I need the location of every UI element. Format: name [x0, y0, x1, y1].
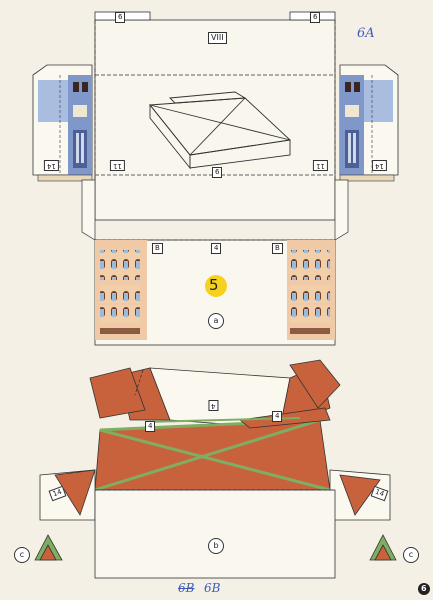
wall-4-label: 4: [211, 243, 222, 254]
handwritten-top-note: 6A: [357, 26, 375, 41]
side-right-11-label: 11: [313, 160, 328, 171]
side-left-11-label: 11: [110, 160, 125, 171]
strip-4-left-label: 4: [145, 421, 156, 432]
strip-4-label: 4: [208, 400, 219, 411]
roof-block-drawing: [149, 91, 291, 170]
circle-b-label: b: [208, 538, 224, 554]
roof-center-label: 6: [212, 167, 223, 178]
lower-roof-piece: [39, 359, 391, 521]
tab-top-right-label: 6: [310, 12, 321, 23]
number-badge: 5: [209, 276, 219, 294]
right-side-panel: [339, 64, 399, 182]
side-right-14-label: 14: [372, 160, 387, 171]
strip-4-right-label: 4: [272, 411, 283, 422]
page-number-dot: [418, 583, 430, 595]
side-left-14-label: 14: [44, 160, 59, 171]
tab-top-left-label: 6: [115, 12, 126, 23]
page-number: 6: [421, 584, 427, 593]
roman-numeral-label: VIII: [208, 32, 227, 44]
handwritten-struck-note: 6B: [178, 581, 195, 595]
wall-b-right-label: B: [272, 243, 283, 254]
side-flaps: [81, 179, 349, 241]
top-box-net: [94, 11, 336, 221]
circle-c-left-label: c: [14, 547, 30, 563]
handwritten-bottom-note: 6B: [204, 581, 221, 595]
circle-a-label: a: [208, 313, 224, 329]
bottom-base: [34, 489, 397, 579]
circle-c-right-label: c: [403, 547, 419, 563]
wall-b-left-label: B: [152, 243, 163, 254]
left-side-panel: [32, 64, 93, 182]
